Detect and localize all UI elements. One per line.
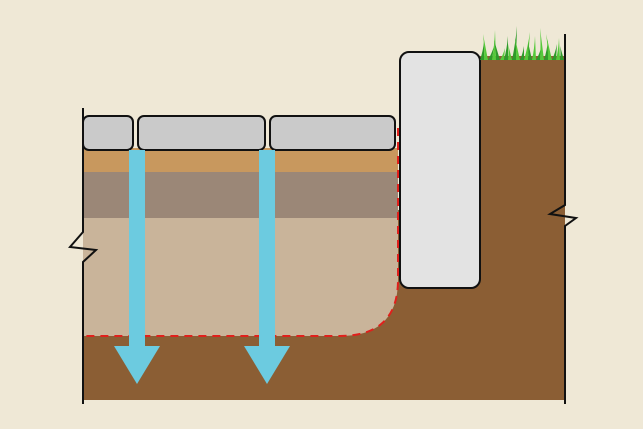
grass-blade: [512, 26, 517, 60]
grass-blade: [500, 48, 505, 60]
grass-blade: [532, 36, 536, 60]
break-line-icon: [547, 34, 579, 404]
grass-blade: [504, 36, 508, 60]
curb: [399, 51, 481, 289]
grass-blade: [540, 28, 544, 60]
break-line-icon: [68, 108, 99, 404]
arrow-down-icon: [244, 346, 290, 384]
paver-block: [269, 115, 396, 151]
paver-row: [82, 115, 396, 151]
grass-tuft-icon: [480, 26, 564, 60]
arrow-down-icon: [114, 346, 160, 384]
paver-block: [137, 115, 266, 151]
grass-blade: [546, 34, 552, 60]
grass-blade: [528, 42, 532, 60]
grass-blade: [480, 42, 484, 60]
grass-blade: [494, 40, 500, 60]
excavation-boundary: [83, 128, 399, 337]
grass-blade: [483, 34, 488, 60]
arrow-shaft: [129, 150, 145, 346]
grass-blade: [508, 44, 512, 60]
grass-blade: [560, 46, 564, 60]
grass-blade: [544, 40, 548, 60]
arrow-shaft: [259, 150, 275, 346]
grass-blade: [492, 30, 496, 60]
infiltration-arrow: [114, 150, 160, 384]
paver-block: [82, 115, 134, 151]
grass-blade: [552, 44, 557, 60]
infiltration-arrow: [244, 150, 290, 384]
grass-blade: [515, 38, 520, 60]
grass-blade: [536, 48, 541, 60]
grass-blade: [488, 46, 494, 60]
grass-blade: [556, 38, 560, 60]
grass-blade: [520, 46, 524, 60]
